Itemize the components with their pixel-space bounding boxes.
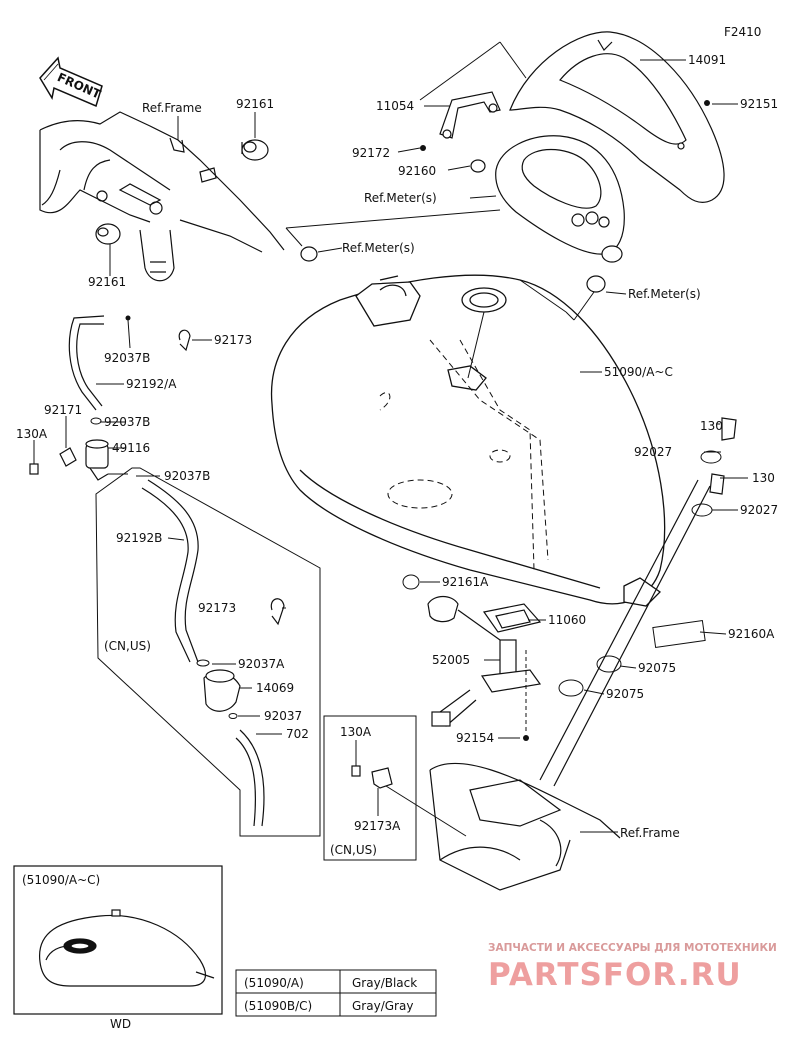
part-label-p92075-2: 92075	[606, 687, 644, 701]
washer-92027-upper-icon	[700, 450, 722, 464]
part-label-p92173a: 92173A	[354, 819, 401, 833]
damper-92161a-icon	[402, 574, 420, 590]
part-label-p11054: 11054	[376, 99, 414, 113]
watermark-tagline: ЗАПЧАСТИ И АКСЕССУАРЫ ДЛЯ МОТОТЕХНИКИ	[488, 942, 777, 954]
part-label-p52005: 52005	[432, 653, 470, 667]
part-label-p702: 702	[286, 727, 309, 741]
part-label-p92192b: 92192B	[116, 531, 162, 545]
part-label-p14069: 14069	[256, 681, 294, 695]
bolt-92154-icon	[523, 735, 529, 741]
part-label-p130-1: 130	[700, 419, 723, 433]
cnus-region-left	[95, 467, 321, 837]
front-arrow-icon: FRONT	[39, 56, 104, 108]
leader-lines	[33, 41, 748, 837]
part-label-p92173-2: 92173	[198, 601, 236, 615]
part-label-p51090: 51090/A~C	[604, 365, 673, 379]
part-label-p92037b-3: 92037B	[164, 469, 210, 483]
part-label-ref-frame-bottom: Ref.Frame	[620, 826, 680, 840]
part-label-ref-meter-3: Ref.Meter(s)	[628, 287, 701, 301]
meter-cover-drawing	[509, 31, 725, 203]
clamp-92173a-icon	[351, 765, 393, 789]
part-label-ref-meter-2: Ref.Meter(s)	[342, 241, 415, 255]
hose-92192a-drawing	[68, 315, 105, 411]
part-label-cnus-2: (CN,US)	[330, 843, 377, 857]
grommet-92160-icon	[470, 159, 486, 173]
color-table-row-1-part: (51090/A)	[244, 976, 304, 990]
meter-assembly-drawing	[495, 135, 625, 263]
part-label-cnus-1: (CN,US)	[104, 639, 151, 653]
color-table-row-2-part: (51090B/C)	[244, 999, 312, 1013]
clamp-92173-lower-icon	[270, 598, 285, 626]
bolt-130-upper-icon	[721, 417, 737, 441]
part-label-p92192a: 92192/A	[126, 377, 177, 391]
grommet-meter-right-icon	[586, 275, 606, 293]
frame-lower-drawing	[429, 479, 711, 891]
clip-92037b-top-icon	[125, 315, 131, 321]
color-table-row-2-color: Gray/Gray	[352, 999, 413, 1013]
hose-92192b-drawing	[141, 479, 199, 663]
part-label-p92075-1: 92075	[638, 661, 676, 675]
watermark-brand: PARTSFOR.RU	[488, 957, 742, 993]
inset-caption: WD	[110, 1017, 131, 1031]
filter-49116-drawing	[85, 439, 109, 481]
part-label-p14091: 14091	[688, 53, 726, 67]
part-label-p130a-2: 130A	[340, 725, 372, 739]
part-label-p92173-1: 92173	[214, 333, 252, 347]
part-label-p11060: 11060	[548, 613, 586, 627]
clip-92037-icon	[228, 713, 238, 719]
grommet-92161-upper-icon	[241, 139, 269, 161]
part-label-p49116: 49116	[112, 441, 150, 455]
clip-92037b-mid-icon	[90, 417, 102, 425]
bolt-130-lower-icon	[709, 473, 725, 495]
part-label-ref-meter-1: Ref.Meter(s)	[364, 191, 437, 205]
grommet-92161-lower-icon	[95, 223, 121, 245]
inset-tank-drawing	[39, 909, 215, 987]
fuel-tank-drawing	[270, 274, 666, 607]
bracket-11054-drawing	[439, 91, 501, 139]
part-label-p130a-1: 130A	[16, 427, 48, 441]
inset-box	[13, 865, 223, 1015]
part-label-p92161-a: 92161	[236, 97, 274, 111]
part-label-p92037b-1: 92037B	[104, 351, 150, 365]
grommet-meter-left-icon	[300, 246, 318, 262]
part-label-p92172: 92172	[352, 146, 390, 160]
hose-702-drawing	[235, 729, 265, 827]
fuel-pump-drawing	[427, 595, 542, 727]
color-table-row-1-color: Gray/Black	[352, 976, 417, 990]
part-labels: Ref.Frame 92161 92161 14091 11054 92151 92172 9…	[16, 53, 778, 857]
frame-upper-drawing	[39, 111, 285, 282]
bolt-92172-icon	[420, 145, 426, 151]
canister-14069-drawing	[203, 669, 241, 712]
part-label-p92037a: 92037A	[238, 657, 285, 671]
color-table	[235, 969, 437, 1017]
part-label-p92027-1: 92027	[634, 445, 672, 459]
clip-92037a-icon	[196, 659, 210, 667]
part-label-ref-frame-top: Ref.Frame	[142, 101, 202, 115]
part-label-p92154: 92154	[456, 731, 494, 745]
part-label-p92161-b: 92161	[88, 275, 126, 289]
part-label-p92171: 92171	[44, 403, 82, 417]
rubber-92075-lower-icon	[558, 679, 584, 697]
clamp-92173-upper-icon	[178, 329, 191, 352]
part-label-p92037: 92037	[264, 709, 302, 723]
figure-code: F2410	[724, 25, 761, 39]
inset-title: (51090/A~C)	[22, 873, 100, 887]
part-label-p92027-2: 92027	[740, 503, 778, 517]
part-label-p92160a: 92160A	[728, 627, 775, 641]
bolt-92151-icon	[704, 100, 710, 106]
fuel-tank-hidden-lines	[379, 339, 549, 571]
part-label-p92161a: 92161A	[442, 575, 489, 589]
part-label-p92160: 92160	[398, 164, 436, 178]
bolt-130a-left-icon	[29, 463, 39, 475]
pad-92160a-icon	[652, 620, 706, 648]
cnus-region-right	[323, 715, 417, 861]
part-label-p92037b-2: 92037B	[104, 415, 150, 429]
clamp-92171-icon	[59, 447, 77, 467]
part-label-p92151: 92151	[740, 97, 778, 111]
part-label-p130-2: 130	[752, 471, 775, 485]
